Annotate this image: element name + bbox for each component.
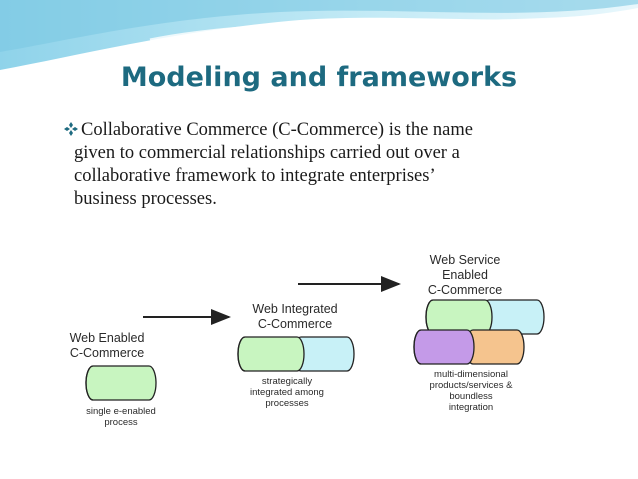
stage1-title-line-1: Web Enabled [70,331,145,345]
slide-title: Modeling and frameworks [120,62,518,93]
stage2-title-line-1: Web Integrated [252,302,337,316]
bullet-text-line-2: given to commercial relationships carrie… [74,143,460,163]
stage3-caption-line-4: integration [449,402,493,413]
stage2-cylinder-green [237,336,305,372]
stage3-caption-line-1: multi-dimensional [434,369,508,380]
stage3-cylinder-green [425,299,493,335]
stage2-caption-line-2: integrated among [250,387,324,398]
stage1-title-line-2: C-Commerce [70,346,144,360]
stage1-caption-line-2: process [104,417,138,428]
bullet-text-line-3: collaborative framework to integrate ent… [74,166,436,186]
stage1-cylinder [85,365,157,401]
diamond-bullet-icon [64,122,78,136]
stage1-caption-line-1: single e-enabled [86,406,156,417]
header-wave-decoration [0,0,638,70]
stage3-caption-line-2: products/services & [430,380,514,391]
stage3-title-line-2: Enabled [442,268,488,282]
stage3-cylinder-purple [413,329,475,365]
bullet-line-1: Collaborative Commerce (C-Commerce) is t… [64,119,584,142]
stage2-caption-line-1: strategically [262,376,312,387]
stage3-title-line-1: Web Service [430,253,501,267]
stage1-title: Web Enabled C-Commerce [70,331,145,360]
stage2-title-line-2: C-Commerce [258,317,332,331]
bullet-paragraph: Collaborative Commerce (C-Commerce) is t… [64,119,584,211]
bullet-text-line-4: business processes. [74,189,217,209]
stage3-cylinder-orange [465,329,525,365]
stage3-caption-line-3: boundless [449,391,493,402]
c-commerce-evolution-diagram: Web Enabled C-Commerce single e-enabled … [65,250,575,430]
bullet-text-line-1: Collaborative Commerce (C-Commerce) is t… [81,120,473,140]
stage2-caption-line-3: processes [265,398,309,409]
stage3-title-line-3: C-Commerce [428,283,502,297]
